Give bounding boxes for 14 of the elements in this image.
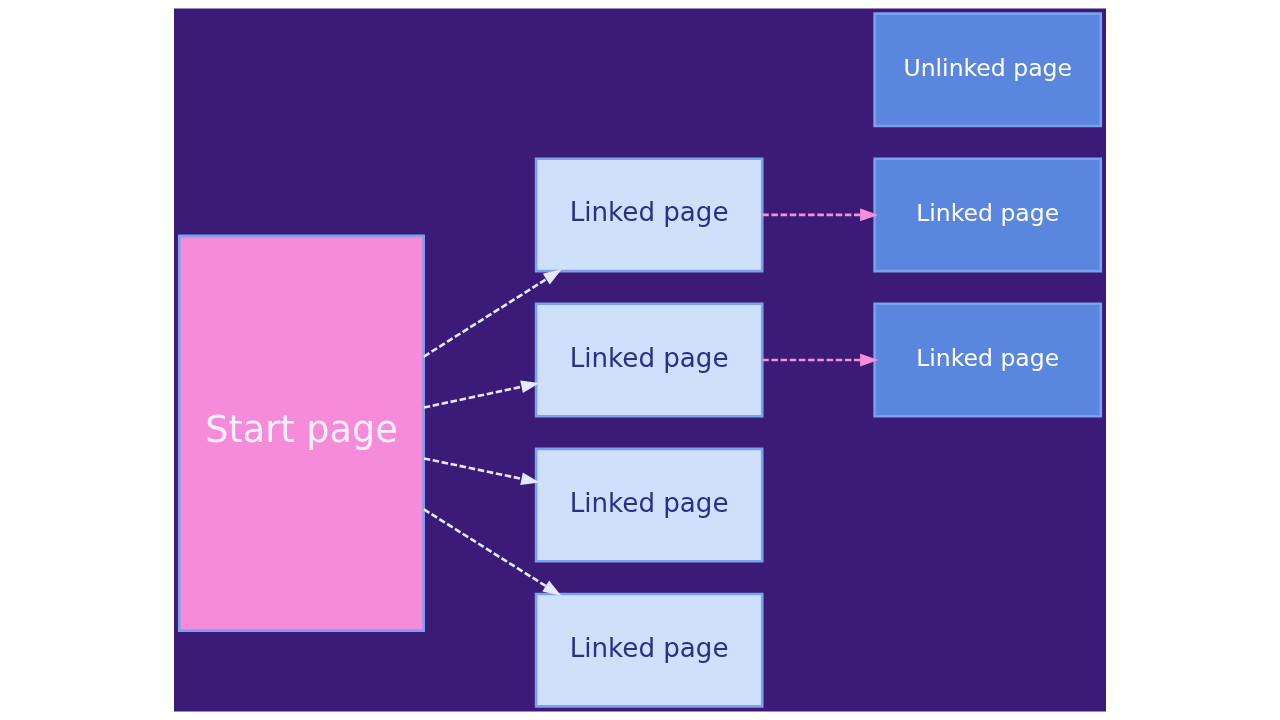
node-box: Linked page xyxy=(534,302,764,418)
node-box: Linked page xyxy=(534,157,764,273)
node-box: Linked page xyxy=(873,157,1103,273)
arrow xyxy=(762,353,879,367)
node-box: Unlinked page xyxy=(873,12,1103,128)
node-box: Linked page xyxy=(534,447,764,563)
node-box: Linked page xyxy=(873,302,1103,418)
node-box: Linked page xyxy=(534,592,764,708)
arrow xyxy=(423,380,540,409)
node-box: Start page xyxy=(177,234,425,632)
arrow xyxy=(423,508,562,596)
arrow xyxy=(762,208,879,222)
arrow xyxy=(423,457,540,486)
arrow xyxy=(423,269,562,358)
